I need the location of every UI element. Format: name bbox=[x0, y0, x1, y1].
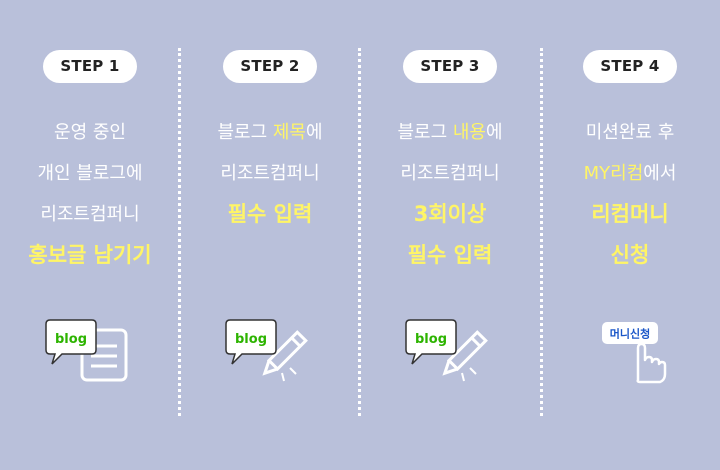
step-3-label: STEP 3 bbox=[403, 50, 497, 83]
step-text-line: 블로그 내용에 bbox=[360, 112, 540, 153]
blog-document-icon: blog bbox=[40, 318, 140, 388]
step-text-segment: 신청 bbox=[610, 243, 650, 267]
step-text-segment: 운영 중인 bbox=[54, 122, 126, 143]
step-text-line: 신청 bbox=[540, 235, 720, 276]
step-2-label: STEP 2 bbox=[223, 50, 317, 83]
step-text-segment: 리조트컴퍼니 bbox=[40, 204, 140, 225]
step-text-line: 리조트컴퍼니 bbox=[180, 153, 360, 194]
step-text-line: 개인 블로그에 bbox=[0, 153, 180, 194]
money-request-badge-text: 머니신청 bbox=[610, 327, 650, 341]
step-text-segment: 홍보글 남기기 bbox=[28, 243, 152, 267]
step-text-segment: 내용 bbox=[452, 122, 486, 143]
step-text-segment: 리조트컴퍼니 bbox=[220, 163, 320, 184]
step-text-line: 3회이상 bbox=[360, 194, 540, 235]
step-text-segment: 에 bbox=[485, 122, 503, 143]
step-text-line: 리조트컴퍼니 bbox=[360, 153, 540, 194]
step-text-segment: 리조트컴퍼니 bbox=[400, 163, 500, 184]
step-text-segment: 에 bbox=[305, 122, 323, 143]
step-text-segment: 블로그 bbox=[397, 122, 453, 143]
blog-badge-text: blog bbox=[55, 332, 87, 347]
dotted-divider bbox=[178, 48, 181, 416]
blog-badge-text: blog bbox=[415, 332, 447, 347]
step-text-line: 리조트컴퍼니 bbox=[0, 194, 180, 235]
step-text-segment: 3회이상 bbox=[413, 202, 487, 226]
step-text-segment: 미션완료 후 bbox=[585, 122, 675, 143]
step-text-line: 운영 중인 bbox=[0, 112, 180, 153]
dotted-divider bbox=[540, 48, 543, 416]
step-text-line: 홍보글 남기기 bbox=[0, 235, 180, 276]
blog-pencil-icon: blog bbox=[220, 318, 320, 388]
step-text-segment: 개인 블로그에 bbox=[37, 163, 143, 184]
step-text-segment: 에서 bbox=[643, 163, 677, 184]
step-text-line: MY리컴에서 bbox=[540, 153, 720, 194]
blog-badge-text: blog bbox=[235, 332, 267, 347]
step-text-line: 필수 입력 bbox=[180, 194, 360, 235]
step-text-segment: 리컴머니 bbox=[591, 202, 669, 226]
step-text-segment: 블로그 bbox=[217, 122, 273, 143]
step-text-line: 블로그 제목에 bbox=[180, 112, 360, 153]
dotted-divider bbox=[358, 48, 361, 416]
step-4-label: STEP 4 bbox=[583, 50, 677, 83]
step-text-line: 필수 입력 bbox=[360, 235, 540, 276]
step-text-segment: 필수 입력 bbox=[407, 243, 493, 267]
blog-pencil-icon: blog bbox=[400, 318, 500, 388]
money-request-click-icon: 머니신청 bbox=[580, 318, 680, 388]
step-text-segment: 필수 입력 bbox=[227, 202, 313, 226]
step-text-line: 리컴머니 bbox=[540, 194, 720, 235]
step-1-label: STEP 1 bbox=[43, 50, 137, 83]
step-text-segment: MY리컴 bbox=[583, 163, 644, 184]
step-text-segment: 제목 bbox=[272, 122, 306, 143]
step-text-line: 미션완료 후 bbox=[540, 112, 720, 153]
